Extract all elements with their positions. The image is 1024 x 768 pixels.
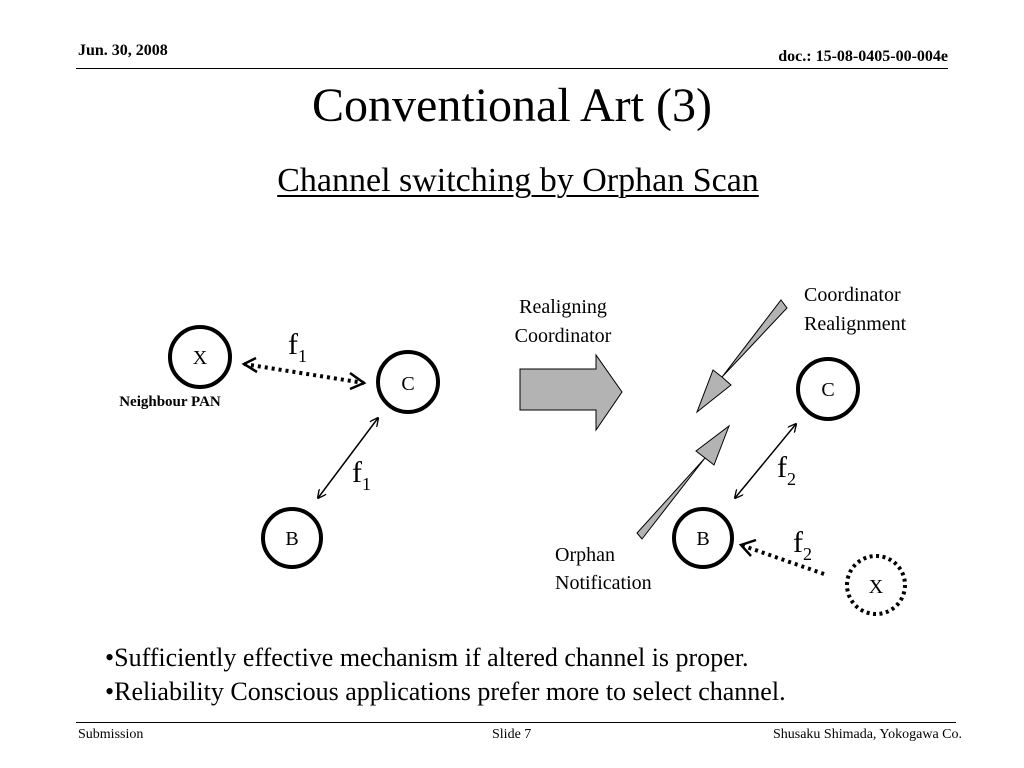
realigning-label-line1: Realigning: [519, 296, 607, 318]
left-node-b: B: [261, 507, 323, 569]
left-freq-x-c: f1: [288, 328, 307, 366]
left-node-c: C: [376, 350, 440, 414]
orphan-label-line1: Orphan: [555, 544, 615, 566]
bullet-list: •Sufficiently effective mechanism if alt…: [105, 641, 786, 709]
header-divider: [76, 68, 948, 69]
svg-text:B: B: [285, 528, 298, 550]
coord-realign-label-line1: Coordinator: [804, 284, 901, 306]
right-link-x-b-arrowhead: [738, 538, 757, 557]
right-freq-x-b: f2: [793, 526, 812, 564]
footer-divider: [76, 722, 956, 723]
left-link-c-b: [318, 418, 378, 498]
header-doc-id: doc.: 15-08-0405-00-004e: [778, 48, 948, 65]
svg-text:X: X: [869, 576, 884, 598]
header-date: Jun. 30, 2008: [78, 42, 168, 59]
orphan-notification-arrow: [636, 424, 731, 540]
left-freq-c-b: f1: [352, 456, 371, 494]
bullet-item: •Sufficiently effective mechanism if alt…: [105, 643, 749, 672]
right-node-c: C: [796, 357, 860, 421]
left-link-x-c: [243, 362, 365, 385]
footer-submission: Submission: [78, 727, 144, 742]
left-link-x-c-arrowhead-2: [349, 371, 367, 391]
right-link-b-c: [735, 424, 796, 498]
neighbour-pan-label: Neighbour PAN: [119, 394, 221, 410]
svg-text:C: C: [821, 379, 834, 401]
left-link-x-c-arrowhead: [241, 356, 258, 374]
svg-text:X: X: [193, 347, 208, 369]
transition-arrow: [519, 353, 623, 432]
bullet-item: •Reliability Conscious applications pref…: [105, 677, 786, 706]
slide-subtitle: Channel switching by Orphan Scan: [0, 162, 1024, 200]
right-freq-b-c: f2: [777, 451, 796, 489]
slide-subtitle-text: Channel switching by Orphan Scan: [277, 162, 759, 199]
footer-author: Shusaku Shimada, Yokogawa Co.: [772, 727, 962, 742]
left-node-x: X: [168, 325, 232, 389]
svg-text:C: C: [401, 373, 414, 395]
svg-text:B: B: [696, 528, 709, 550]
footer-slide-number: Slide 7: [492, 727, 532, 742]
coord-realign-arrow: [695, 299, 788, 414]
right-link-x-b: [740, 543, 825, 576]
right-node-x: X: [845, 554, 907, 616]
coord-realign-label-line2: Realignment: [804, 313, 907, 335]
orphan-label-line2: Notification: [555, 572, 652, 594]
slide-title: Conventional Art (3): [312, 79, 712, 132]
realigning-label-line2: Coordinator: [515, 325, 612, 347]
right-node-b: B: [672, 507, 734, 569]
